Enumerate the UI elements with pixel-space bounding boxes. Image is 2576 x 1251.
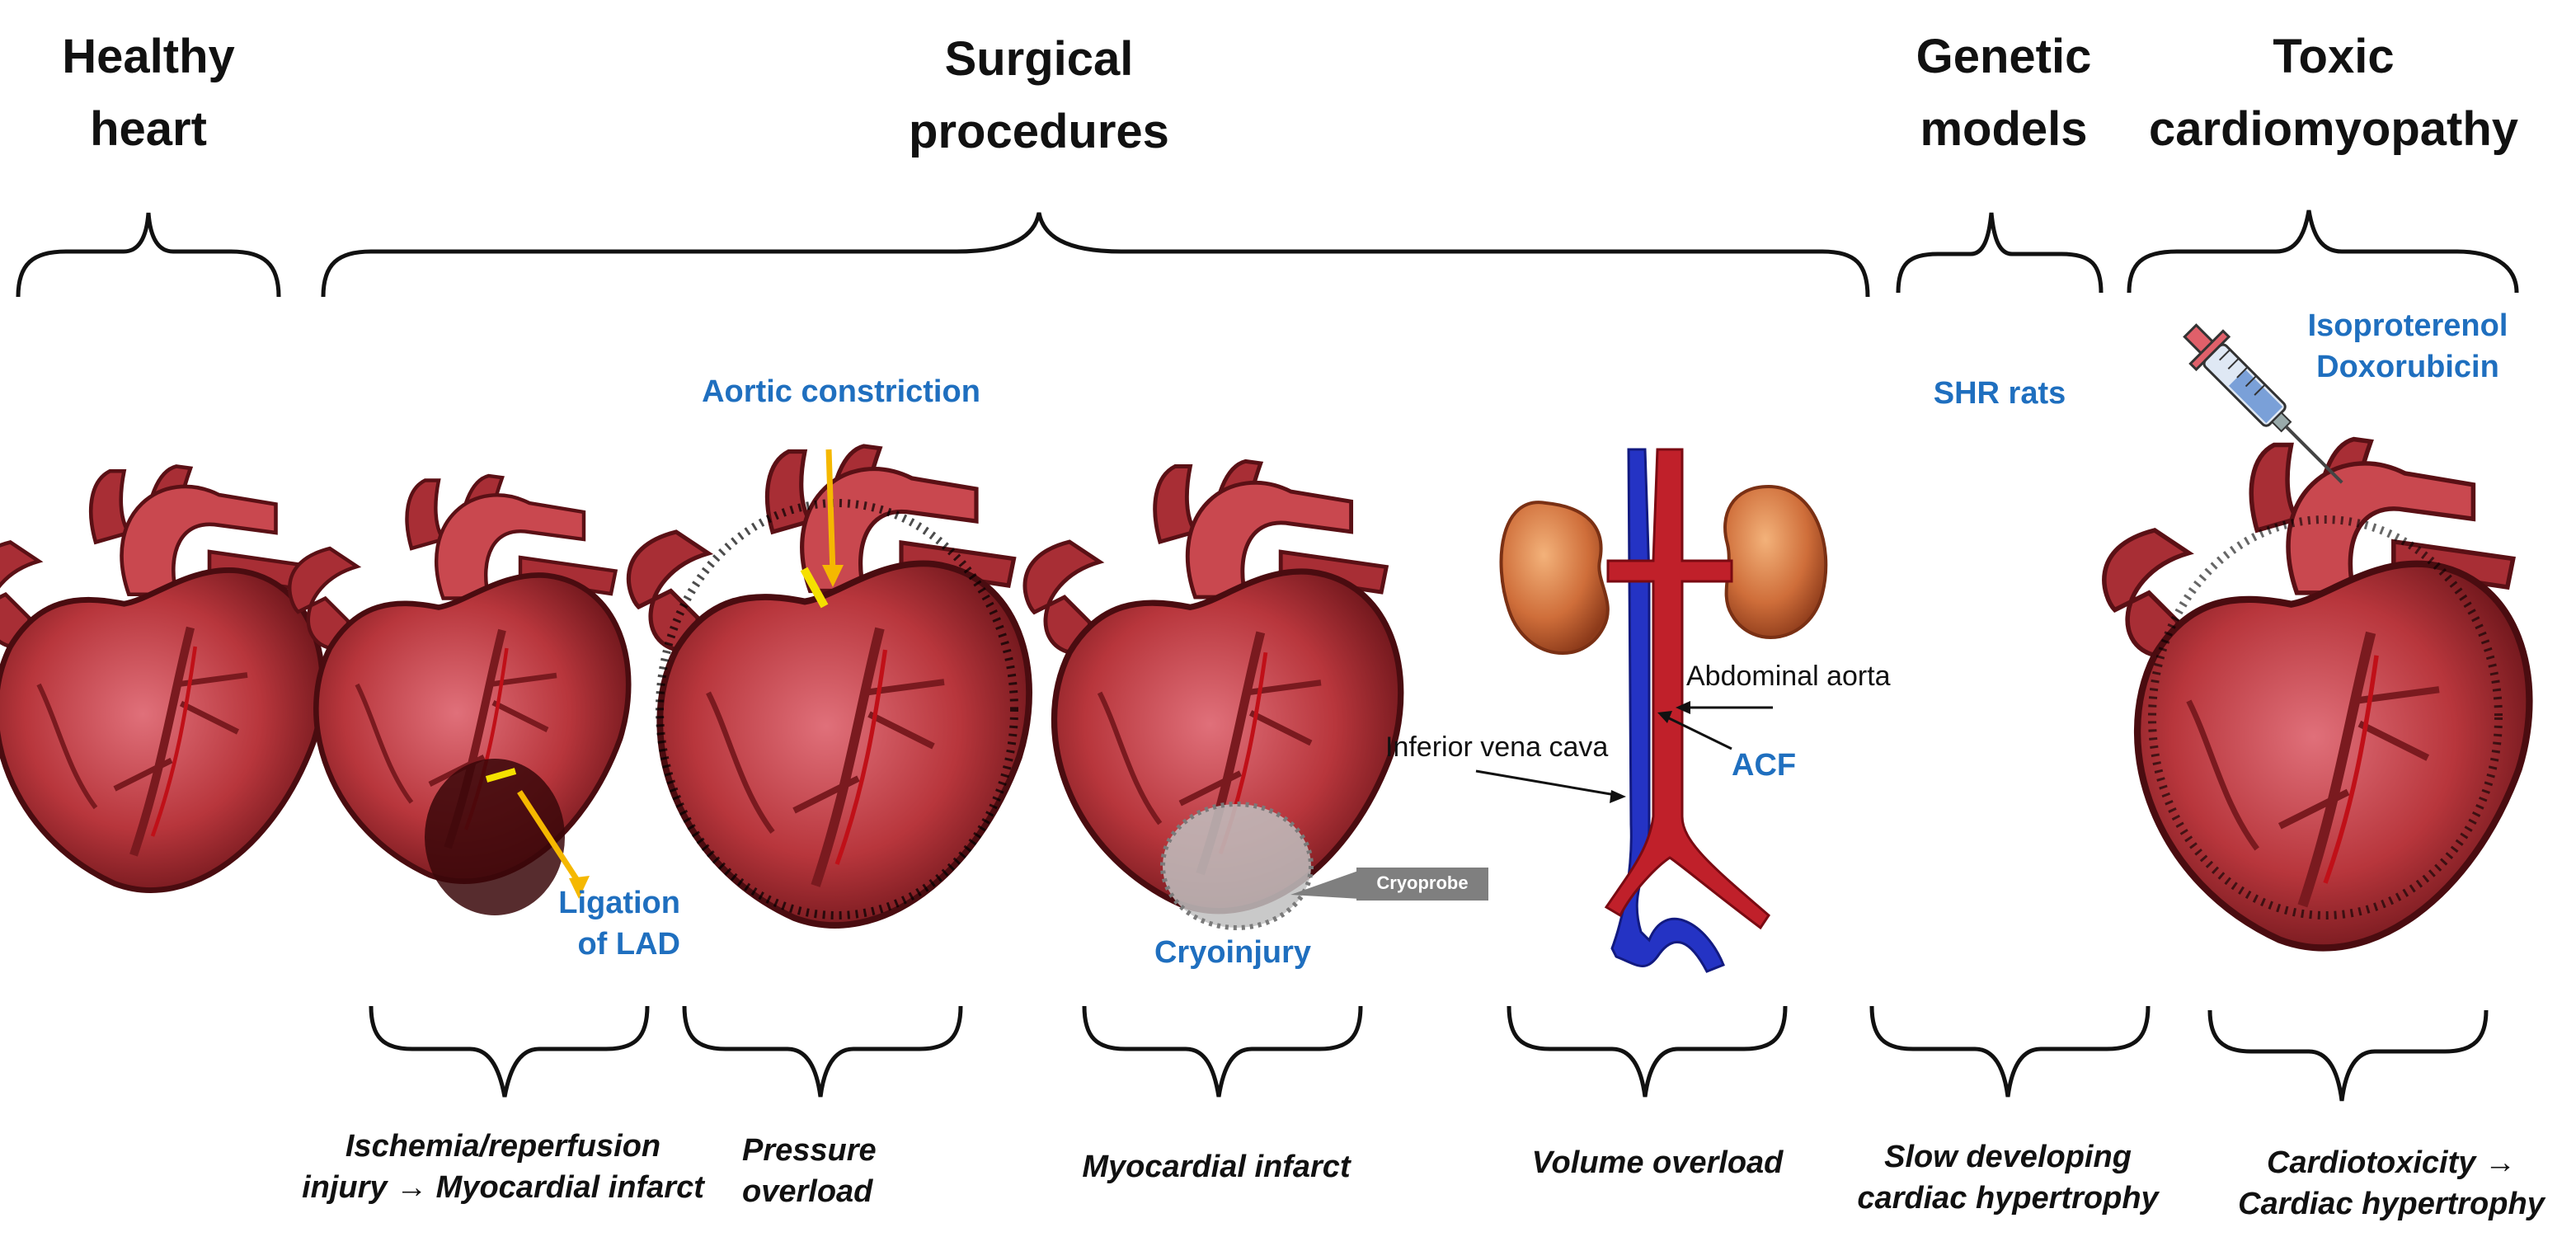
brace-bottom-cardiotox bbox=[2207, 1009, 2489, 1102]
caption-pressure-overload: Pressure overload bbox=[742, 1133, 877, 1209]
brace-toxic bbox=[2127, 209, 2519, 294]
label-abdominal-aorta: Abdominal aorta bbox=[1686, 661, 1891, 692]
caption-slow-developing: Slow developing cardiac hypertrophy bbox=[1857, 1140, 2159, 1216]
brace-bottom-myocardial bbox=[1082, 1005, 1363, 1098]
cryoprobe-icon bbox=[1290, 870, 1361, 899]
abdominal-aorta bbox=[1604, 448, 1770, 930]
caption-ischemia: Ischemia/reperfusion injury → Myocardial… bbox=[302, 1129, 704, 1205]
heart-icon bbox=[2104, 440, 2530, 948]
label-cryoinjury: Cryoinjury bbox=[1154, 935, 1312, 970]
label-aortic-constriction: Aortic constriction bbox=[702, 374, 980, 409]
caption-myocardial-infarct: Myocardial infarct bbox=[1082, 1150, 1351, 1184]
header-healthy-heart: Healthy heart bbox=[62, 30, 235, 156]
brace-bottom-ischemia bbox=[369, 1005, 650, 1098]
label-inferior-vena-cava: Inferior vena cava bbox=[1385, 731, 1609, 763]
brace-bottom-slow bbox=[1869, 1005, 2151, 1098]
caption-volume-overload: Volume overload bbox=[1531, 1145, 1784, 1180]
brace-surgical bbox=[321, 212, 1870, 298]
header-toxic-cardiomyopathy: Toxic cardiomyopathy bbox=[2149, 30, 2518, 156]
brace-healthy bbox=[16, 212, 281, 298]
label-acf: ACF bbox=[1732, 748, 1797, 783]
header-surgical-procedures: Surgical procedures bbox=[909, 32, 1169, 158]
label-cryoprobe: Cryoprobe bbox=[1376, 872, 1469, 893]
brace-genetic bbox=[1896, 212, 2104, 294]
caption-cardiotoxicity: Cardiotoxicity → Cardiac hypertrophy bbox=[2238, 1145, 2545, 1221]
cryoinjury-area bbox=[1163, 804, 1311, 928]
kidney-icon bbox=[1499, 501, 1610, 656]
label-drugs: Isoproterenol Doxorubicin bbox=[2307, 308, 2508, 384]
heart-icon bbox=[0, 467, 322, 891]
header-genetic-models: Genetic models bbox=[1916, 30, 2092, 156]
label-ligation-of-lad: Ligation of LAD bbox=[558, 886, 680, 962]
infarct-patch bbox=[425, 759, 565, 915]
label-shr-rats: SHR rats bbox=[1933, 376, 2066, 411]
syringe-icon bbox=[2183, 323, 2343, 484]
kidney-icon bbox=[1723, 484, 1828, 639]
brace-bottom-pressure bbox=[682, 1005, 963, 1098]
brace-bottom-volume bbox=[1507, 1005, 1788, 1098]
